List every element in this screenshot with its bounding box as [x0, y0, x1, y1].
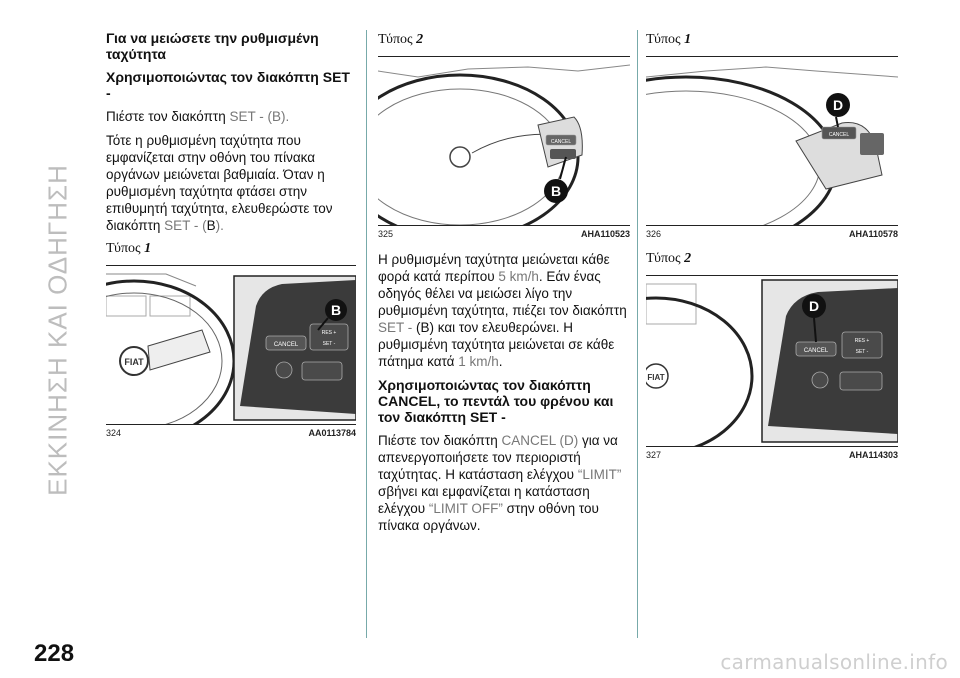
watermark: carmanualsonline.info — [720, 650, 948, 674]
svg-text:B: B — [331, 302, 341, 318]
type-label-2: Τύπος 2 — [378, 32, 424, 47]
svg-text:CANCEL: CANCEL — [829, 132, 850, 138]
svg-text:B: B — [551, 183, 561, 199]
column-divider-2 — [637, 30, 638, 638]
subheading-cancel-brake-set: Χρησιμοποιώντας τον διακόπτη CANCEL, το … — [378, 377, 614, 425]
type-label-1: Τύπος 1 — [106, 241, 152, 256]
svg-text:SET -: SET - — [856, 349, 869, 355]
svg-text:D: D — [833, 97, 843, 113]
paragraph-speed-steps: Η ρυθμισμένη ταχύτητα μειώνεται κάθε φορ… — [378, 252, 627, 369]
svg-text:CANCEL: CANCEL — [274, 342, 299, 348]
svg-text:D: D — [809, 298, 819, 314]
steering-wheel-illustration-3: CANCEL D — [646, 66, 898, 225]
steering-wheel-illustration-4: FIAT CANCEL RES + SET - D — [646, 279, 898, 446]
instruction-speed-decreases: Τότε η ρυθμισμένη ταχύτητα που εμφανίζετ… — [106, 133, 333, 233]
steering-wheel-illustration: FIAT CANCEL RES + SET - B — [106, 273, 356, 424]
paragraph-cancel-switch: Πιέστε τον διακόπτη CANCEL (D) για να απ… — [378, 433, 622, 533]
heading-reduce-speed: Για να μειώσετε την ρυθμισμένη ταχύτητα — [106, 30, 319, 62]
svg-text:CANCEL: CANCEL — [804, 348, 829, 354]
svg-text:RES +: RES + — [855, 338, 870, 344]
type-label-3a: Τύπος 1 — [646, 32, 692, 47]
page-number: 228 — [34, 640, 75, 667]
column-divider-1 — [366, 30, 367, 638]
svg-text:CANCEL: CANCEL — [551, 139, 572, 145]
subheading-set-switch: Χρησιμοποιώντας τον διακόπτη SET - — [106, 69, 350, 101]
section-side-title-text: ΕΚΚΙΝΗΣΗ ΚΑΙ ΟΔΗΓΗΣΗ — [42, 164, 73, 496]
svg-text:RES +: RES + — [322, 330, 337, 336]
svg-text:FIAT: FIAT — [647, 373, 664, 382]
section-side-title: ΕΚΚΙΝΗΣΗ ΚΑΙ ΟΔΗΓΗΣΗ — [38, 0, 78, 678]
type-label-3b: Τύπος 2 — [646, 251, 692, 266]
column-1: Για να μειώσετε την ρυθμισμένη ταχύτητα … — [106, 30, 356, 438]
steering-wheel-illustration-2: CANCEL B — [378, 64, 630, 225]
svg-text:SET -: SET - — [323, 341, 336, 347]
svg-text:FIAT: FIAT — [124, 357, 144, 367]
instruction-press-set: Πιέστε τον διακόπτη SET - (B). — [106, 109, 290, 124]
